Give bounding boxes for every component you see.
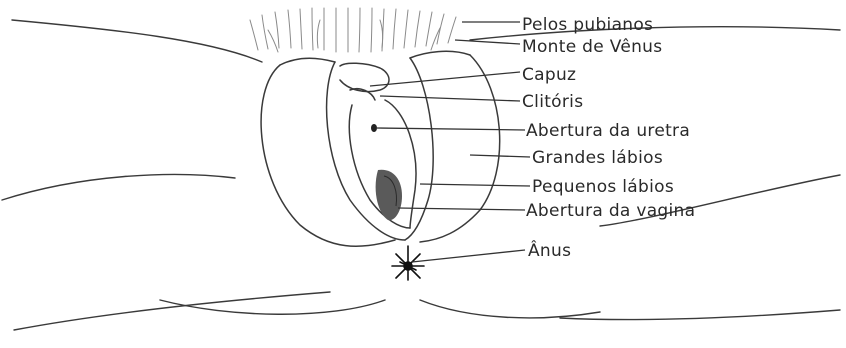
leader-grandes-labios	[470, 155, 530, 157]
label-clitoris: Clitóris	[522, 92, 583, 112]
label-grandes-labios: Grandes lábios	[532, 148, 663, 168]
leader-lines	[370, 22, 530, 262]
leader-monte-de-venus	[455, 40, 520, 44]
label-pequenos-labios: Pequenos lábios	[532, 177, 674, 197]
leader-pequenos-labios	[420, 184, 530, 186]
label-capuz: Capuz	[522, 65, 576, 85]
label-pelos-pubianos: Pelos pubianos	[522, 15, 653, 35]
leader-abertura-uretra	[376, 128, 525, 130]
leader-capuz	[370, 72, 520, 86]
label-abertura-vagina: Abertura da vagina	[526, 201, 695, 221]
leader-abertura-vagina	[398, 208, 525, 210]
pubic-hair-drawing	[250, 8, 456, 52]
labia-majora-drawing	[261, 51, 500, 246]
label-monte-de-venus: Monte de Vênus	[522, 37, 662, 57]
openings-drawing	[371, 124, 402, 220]
leader-anus	[412, 250, 525, 262]
body-outline-drawing	[2, 20, 840, 330]
leader-clitoris	[380, 96, 520, 101]
label-anus: Ânus	[528, 239, 571, 261]
label-abertura-uretra: Abertura da uretra	[526, 121, 690, 141]
anus-drawing	[392, 246, 424, 280]
